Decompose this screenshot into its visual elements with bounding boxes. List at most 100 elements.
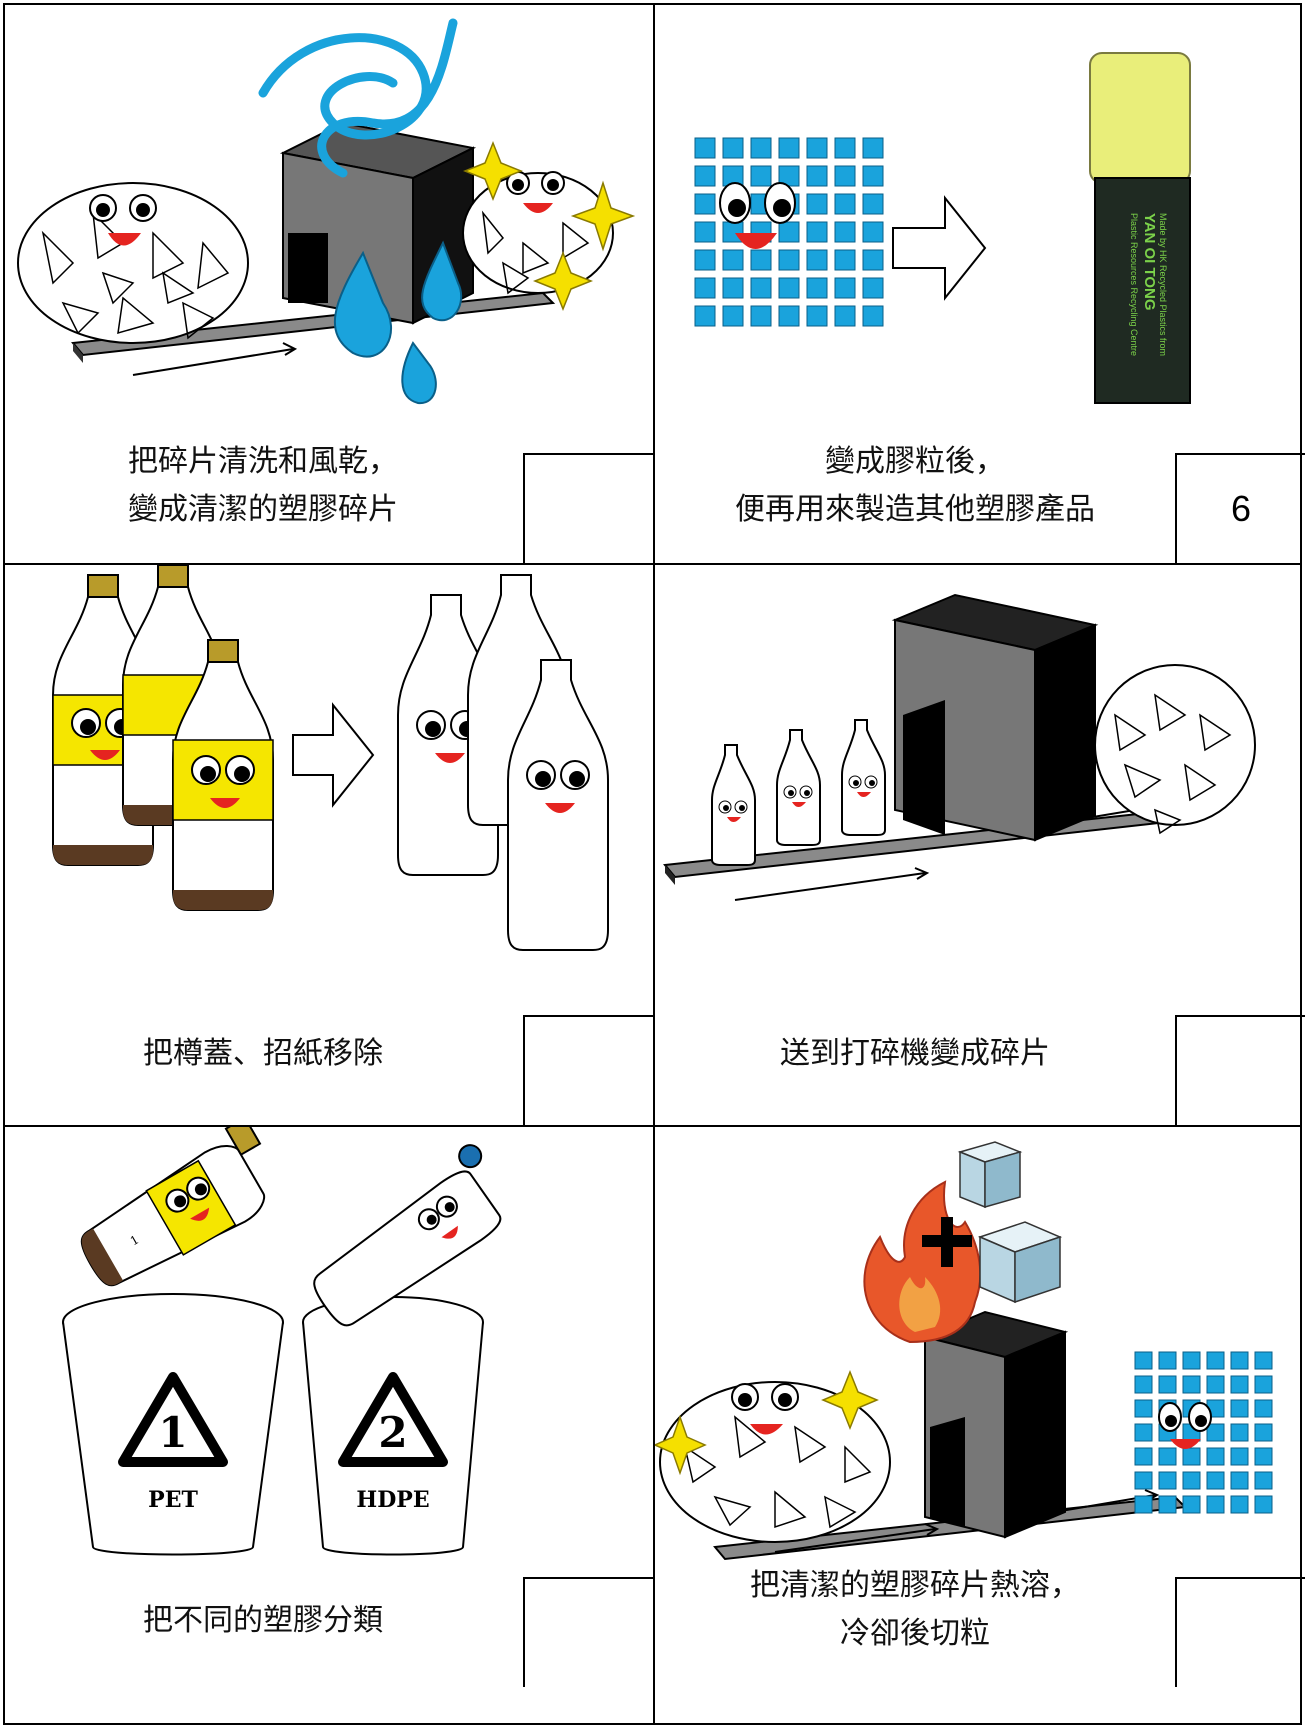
grid-divider-vertical [653,3,655,1725]
arrow-right-icon [292,702,375,808]
swirl-icon [258,18,458,178]
svg-text:1: 1 [158,1408,187,1457]
pellet [1134,1447,1153,1466]
shredder-machine-icon [921,1310,1160,1539]
caption-product: 變成膠粒後， 便再用來製造其他塑膠產品 [695,438,1135,534]
number-box[interactable] [1175,1577,1305,1687]
panel-melt: 把清潔的塑膠碎片熱溶， 冷卻後切粒 [655,1127,1305,1687]
pellet [806,305,828,327]
caption-line: 把碎片清洗和風乾， [128,444,398,479]
svg-text:HDPE: HDPE [356,1487,429,1513]
svg-text:YAN OI TONG: YAN OI TONG [1141,213,1158,311]
flame-icon [863,1180,982,1344]
pellet [722,137,744,159]
pellet [1182,1351,1201,1370]
pellet [806,277,828,299]
pellet [834,277,856,299]
panel-wash: 把碎片清洗和風乾， 變成清潔的塑膠碎片 [3,3,653,563]
pellet [694,137,716,159]
pellet [694,305,716,327]
remove-labels-illustration [52,565,609,951]
pellet [1254,1375,1273,1394]
pellet [1134,1351,1153,1370]
pellet [1254,1399,1273,1418]
pellet [722,305,744,327]
caption-line: 把樽蓋、招紙移除 [143,1036,383,1071]
ice-cube-icon [977,1221,1063,1304]
pellet [1254,1423,1273,1442]
pellet [862,137,884,159]
pellet [862,193,884,215]
pellet [1158,1351,1177,1370]
recycle-symbol-icon: 2 HDPE [338,1372,448,1513]
svg-text:PET: PET [148,1487,198,1513]
bottle-icon [52,565,274,911]
caption-remove-labels: 把樽蓋、招紙移除 [43,1030,483,1078]
number-box[interactable]: 6 [1175,453,1305,563]
panel-product: Made by HK Recycled Plastics from YAN OI… [655,3,1305,563]
shredder-machine-icon [891,593,1170,842]
caption-line: 送到打碎機變成碎片 [780,1036,1050,1071]
pellet [750,249,772,271]
pellet [722,249,744,271]
panel-sort: 1 PET 2 HDPE 1 [3,1127,653,1687]
sparkle-icon [462,140,636,312]
pellet [750,305,772,327]
pellet [834,305,856,327]
pellet [1206,1375,1225,1394]
pellet [778,137,800,159]
pellet [1254,1351,1273,1370]
pellet [694,249,716,271]
svg-text:Plastic Resources Recycling Ce: Plastic Resources Recycling Centre [1129,213,1139,356]
pellet [750,165,772,187]
pellet [1182,1471,1201,1490]
pellet [778,221,800,243]
pellet [1158,1375,1177,1394]
bottle-icon [397,574,609,951]
plus-icon [922,1217,972,1267]
pellet [694,221,716,243]
pellet [1206,1351,1225,1370]
bin-icon [62,1293,284,1556]
grid-divider-horizontal [3,563,1302,565]
bin-icon [302,1296,484,1556]
pellet [862,305,884,327]
pellet [862,277,884,299]
svg-text:2: 2 [378,1408,407,1457]
pellet-face [719,182,796,249]
pellet [834,165,856,187]
pellet [806,165,828,187]
pellet [1254,1495,1273,1514]
pellet [1134,1375,1153,1394]
shred-illustration [663,593,1256,901]
pellet [1206,1447,1225,1466]
caption-line: 變成膠粒後， [825,444,1005,479]
number-box[interactable] [1175,1015,1305,1125]
number-box[interactable] [523,453,653,563]
pellet [778,249,800,271]
panel-shred: 送到打碎機變成碎片 [655,565,1305,1125]
product-illustration: Made by HK Recycled Plastics from YAN OI… [694,52,1191,404]
caption-line: 把不同的塑膠分類 [143,1603,383,1638]
number-box[interactable] [523,1577,653,1687]
highlighter-icon: Made by HK Recycled Plastics from YAN OI… [1089,52,1191,404]
pellet [1230,1447,1249,1466]
pellet [1254,1471,1273,1490]
number-box[interactable] [523,1015,653,1125]
grid-divider-horizontal [3,1125,1302,1127]
svg-text:Made by HK Recycled Plastics f: Made by HK Recycled Plastics from [1158,213,1168,356]
caption-line: 便再用來製造其他塑膠產品 [735,492,1095,527]
bottle-icon: 1 [80,1127,266,1287]
pellet [1206,1495,1225,1514]
ice-cube-icon [957,1141,1023,1209]
sparkle-icon [655,1369,879,1476]
flake-pile-icon [659,1381,891,1543]
caption-line: 冷卻後切粒 [840,1616,990,1651]
pellet [806,137,828,159]
caption-line: 變成清潔的塑膠碎片 [128,492,398,527]
pellet [1230,1351,1249,1370]
pellet [1158,1471,1177,1490]
flake-pile-icon [17,182,249,344]
pellet [1230,1495,1249,1514]
pellet [834,193,856,215]
